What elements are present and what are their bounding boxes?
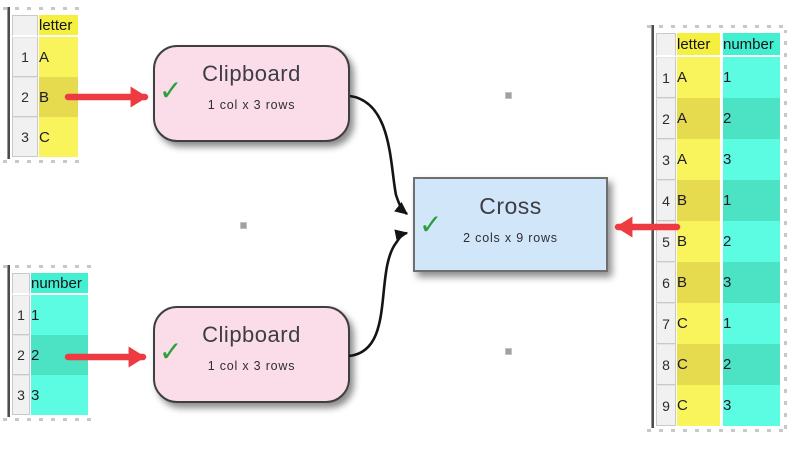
corner-cell: [12, 15, 38, 37]
table-cell[interactable]: 2: [30, 335, 88, 375]
table-torn-edge: [647, 429, 783, 432]
table-cell[interactable]: 2: [720, 98, 780, 139]
table-cell[interactable]: C: [676, 303, 720, 344]
table-cell[interactable]: 1: [720, 57, 780, 98]
table-cell[interactable]: A: [676, 139, 720, 180]
table-cell[interactable]: 1: [30, 295, 88, 335]
row-number[interactable]: 1: [656, 57, 676, 98]
node-clipboard-bottom[interactable]: ✓ Clipboard 1 col x 3 rows: [153, 306, 350, 403]
table-torn-edge: [784, 30, 787, 429]
row-number[interactable]: 2: [12, 335, 30, 375]
table-cell[interactable]: 3: [720, 385, 780, 426]
table-cell[interactable]: C: [676, 385, 720, 426]
node-title: Clipboard: [202, 61, 301, 86]
table-cell[interactable]: 3: [720, 139, 780, 180]
column-header-letter[interactable]: letter: [38, 15, 78, 37]
table-torn-edge: [3, 265, 91, 268]
table-torn-edge: [651, 25, 654, 428]
column-header-number[interactable]: number: [30, 273, 88, 295]
table-cell[interactable]: 2: [720, 344, 780, 385]
table-cell[interactable]: A: [676, 57, 720, 98]
table-cell[interactable]: C: [38, 117, 78, 157]
row-number[interactable]: 3: [12, 117, 38, 157]
table-cell[interactable]: 3: [30, 375, 88, 415]
checkmark-icon: ✓: [159, 335, 183, 368]
node-title: Clipboard: [202, 322, 301, 347]
table-torn-edge: [3, 7, 81, 10]
row-number[interactable]: 3: [656, 139, 676, 180]
table-cell[interactable]: B: [676, 221, 720, 262]
checkmark-icon: ✓: [419, 208, 443, 241]
row-number[interactable]: 7: [656, 303, 676, 344]
node-title: Cross: [479, 193, 542, 219]
table-torn-edge: [647, 25, 783, 28]
column-header-number[interactable]: number: [720, 33, 780, 57]
row-number[interactable]: 3: [12, 375, 30, 415]
node-cross[interactable]: ✓ Cross 2 cols x 9 rows: [413, 177, 608, 272]
row-number[interactable]: 8: [656, 344, 676, 385]
grid-dot: [505, 348, 512, 355]
table-torn-edge: [3, 160, 81, 163]
table-torn-edge: [7, 7, 10, 159]
node-subtitle: 2 cols x 9 rows: [463, 231, 558, 245]
checkmark-icon: ✓: [159, 74, 183, 107]
connector-clipboard-top-to-cross: [349, 94, 409, 216]
row-number[interactable]: 6: [656, 262, 676, 303]
row-number[interactable]: 1: [12, 37, 38, 77]
row-number[interactable]: 2: [656, 98, 676, 139]
table-cell[interactable]: B: [38, 77, 78, 117]
table-cell[interactable]: A: [676, 98, 720, 139]
row-number[interactable]: 2: [12, 77, 38, 117]
row-number[interactable]: 5: [656, 221, 676, 262]
table-cell[interactable]: 2: [720, 221, 780, 262]
node-subtitle: 1 col x 3 rows: [207, 98, 296, 112]
corner-cell: [656, 33, 676, 57]
row-number[interactable]: 4: [656, 180, 676, 221]
table-cell[interactable]: A: [38, 37, 78, 77]
corner-cell: [12, 273, 30, 295]
grid-dot: [505, 92, 512, 99]
grid-dot: [240, 222, 247, 229]
node-clipboard-top[interactable]: ✓ Clipboard 1 col x 3 rows: [153, 45, 350, 142]
row-number[interactable]: 1: [12, 295, 30, 335]
table-cell[interactable]: C: [676, 344, 720, 385]
table-cell[interactable]: 3: [720, 262, 780, 303]
row-number[interactable]: 9: [656, 385, 676, 426]
node-subtitle: 1 col x 3 rows: [207, 359, 296, 373]
connector-clipboard-bottom-to-cross: [348, 229, 409, 358]
table-cell[interactable]: B: [676, 262, 720, 303]
table-cell[interactable]: B: [676, 180, 720, 221]
table-torn-edge: [7, 265, 10, 417]
table-torn-edge: [3, 418, 91, 421]
table-cell[interactable]: 1: [720, 303, 780, 344]
table-cell[interactable]: 1: [720, 180, 780, 221]
column-header-letter[interactable]: letter: [676, 33, 720, 57]
